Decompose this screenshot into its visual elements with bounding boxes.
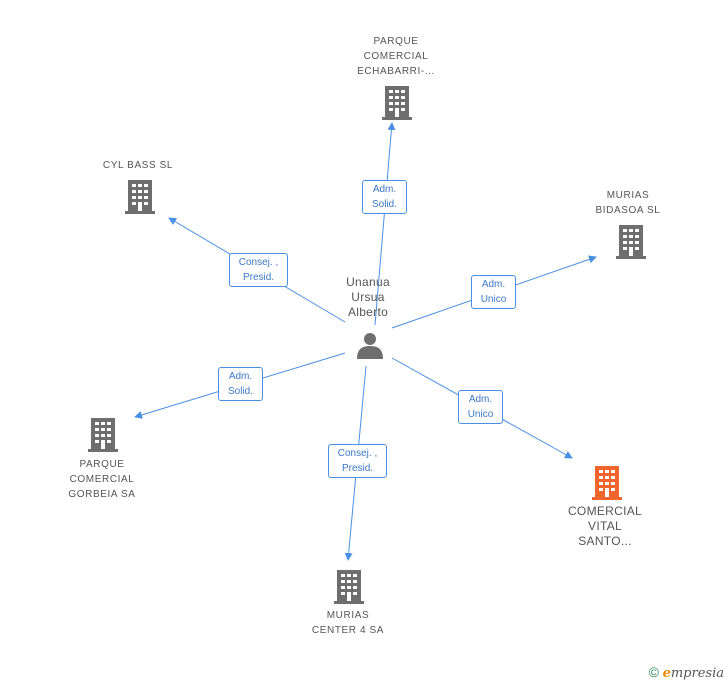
empresia-logo: empresia — [662, 666, 724, 681]
building-icon[interactable] — [616, 225, 646, 264]
building-icon[interactable] — [88, 418, 118, 457]
relation-label-murias-center[interactable]: Consej. , Presid. — [328, 444, 387, 478]
edge-parque-echabarri — [374, 122, 396, 326]
building-icon[interactable] — [382, 86, 412, 125]
relation-label-cyl-bass[interactable]: Consej. , Presid. — [229, 253, 288, 287]
building-icon[interactable] — [125, 180, 155, 219]
company-label-comercial-vital[interactable]: COMERCIAL VITAL SANTO... — [567, 504, 643, 548]
empresia-watermark[interactable]: © empresia — [649, 664, 724, 681]
building-icon[interactable] — [592, 466, 622, 505]
center-person-label[interactable]: Unanua Ursua Alberto — [346, 275, 390, 319]
company-label-parque-gorbeia[interactable]: PARQUE COMERCIAL GORBEIA SA — [68, 459, 136, 500]
company-label-cyl-bass[interactable]: CYL BASS SL — [102, 160, 174, 171]
relation-label-murias-bidasoa[interactable]: Adm. Unico — [471, 275, 516, 309]
company-label-parque-echabarri[interactable]: PARQUE COMERCIAL ECHABARRI-... — [357, 36, 435, 77]
relation-label-comercial-vital[interactable]: Adm. Unico — [458, 390, 503, 424]
relation-label-parque-echabarri[interactable]: Adm. Solid. — [362, 180, 407, 214]
company-label-murias-center[interactable]: MURIAS CENTER 4 SA — [311, 610, 385, 636]
building-icon[interactable] — [334, 570, 364, 609]
company-label-murias-bidasoa[interactable]: MURIAS BIDASOA SL — [595, 190, 661, 216]
person-icon[interactable] — [356, 331, 384, 364]
relation-label-parque-gorbeia[interactable]: Adm. Solid. — [218, 367, 263, 401]
copyright-icon: © — [648, 664, 659, 680]
